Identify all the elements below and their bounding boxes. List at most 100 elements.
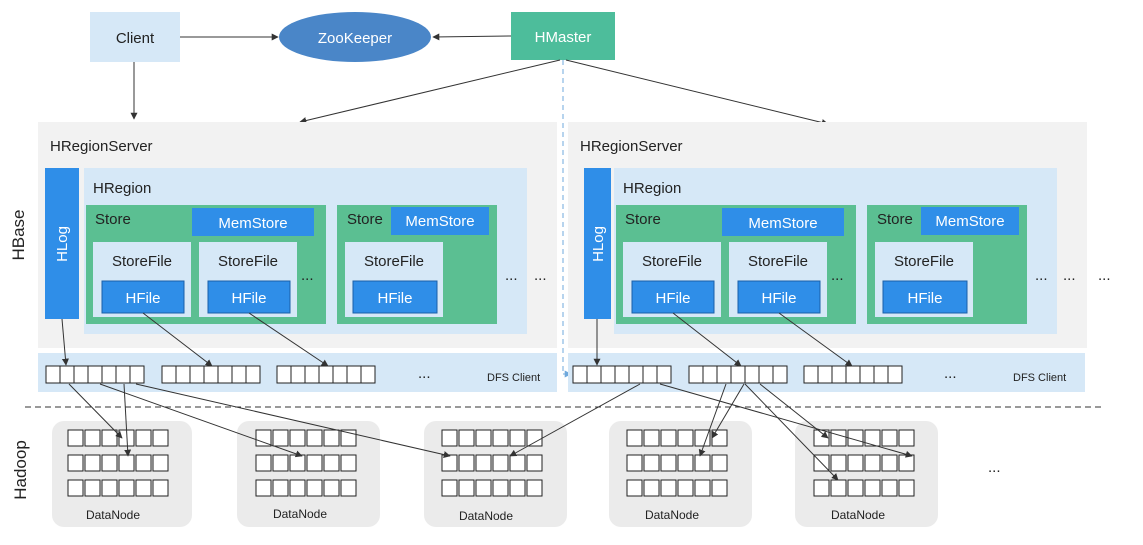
datanode-3-label: DataNode bbox=[459, 509, 513, 523]
datanode-block-cell bbox=[830, 429, 847, 447]
hfile-1b-label: HFile bbox=[377, 290, 412, 307]
dfs-block-cell bbox=[231, 365, 247, 384]
dfs-block-cell bbox=[59, 365, 75, 384]
datanode-1-bg bbox=[52, 421, 192, 527]
dfs-block-cell bbox=[628, 365, 644, 384]
datanode-block-cell bbox=[101, 454, 118, 472]
hmaster-to-server2-arrow bbox=[565, 59, 829, 126]
hlog-2-label: HLog bbox=[590, 226, 607, 262]
hlog-1-label: HLog bbox=[54, 226, 71, 262]
hfile-2b bbox=[882, 280, 968, 314]
datanode-block-cell bbox=[255, 454, 272, 472]
dfs-block-cell bbox=[831, 365, 847, 384]
datanode-block-cell bbox=[475, 479, 492, 497]
datanode-block-cell bbox=[898, 479, 915, 497]
hfile-2a-2-label: HFile bbox=[761, 290, 796, 307]
dfs2-to-dn4-a bbox=[698, 383, 727, 457]
dfs-block-cell bbox=[101, 365, 117, 384]
datanode-block-cell bbox=[101, 479, 118, 497]
datanode-block-cell bbox=[289, 479, 306, 497]
datanode-block-cell bbox=[458, 454, 475, 472]
hfile-2b-label: HFile bbox=[907, 290, 942, 307]
store-2a-label: Store bbox=[625, 211, 661, 228]
datanode-block-cell bbox=[306, 454, 323, 472]
zookeeper-label: ZooKeeper bbox=[318, 30, 392, 47]
hfile-1b bbox=[352, 280, 438, 314]
storefile-2a-more: ... bbox=[831, 267, 844, 284]
datanode-block-cell bbox=[643, 429, 660, 447]
memstore-2b-label: MemStore bbox=[935, 213, 1004, 230]
hadoop-section-label: Hadoop bbox=[11, 440, 30, 500]
datanode-block-cell bbox=[881, 479, 898, 497]
datanode-block-cell bbox=[509, 479, 526, 497]
datanode-block-cell bbox=[323, 454, 340, 472]
hregion-2-more: ... bbox=[1035, 267, 1048, 284]
datanodes-group: DataNode DataNode DataNode DataNode Data… bbox=[52, 421, 1001, 527]
dfs-block-cell bbox=[203, 365, 219, 384]
datanode-block-cell bbox=[694, 454, 711, 472]
datanode-block-cell bbox=[272, 429, 289, 447]
dfs-block-cell bbox=[586, 365, 602, 384]
hlog-1 bbox=[45, 168, 79, 319]
client-label: Client bbox=[116, 30, 155, 47]
dfs-block-cell bbox=[803, 365, 819, 384]
dfs-block-cell bbox=[688, 365, 704, 384]
datanode-block-cell bbox=[441, 479, 458, 497]
dfs-block-cell bbox=[656, 365, 672, 384]
dfs-block-cell bbox=[245, 365, 261, 384]
zookeeper-ellipse bbox=[279, 12, 431, 62]
datanode-block-cell bbox=[118, 479, 135, 497]
datanode-4-bg bbox=[609, 421, 752, 527]
datanode-block-cell bbox=[526, 454, 543, 472]
datanode-block-cell bbox=[84, 454, 101, 472]
memstore-2a-label: MemStore bbox=[748, 215, 817, 232]
datanode-block-cell bbox=[509, 429, 526, 447]
datanode-block-cell bbox=[898, 429, 915, 447]
datanode-block-cell bbox=[272, 454, 289, 472]
dfs-block-cell bbox=[115, 365, 131, 384]
hmaster-to-zk-arrow bbox=[432, 33, 512, 41]
datanode-block-cell bbox=[152, 479, 169, 497]
dfs-block-cell bbox=[304, 365, 320, 384]
hlog-2 bbox=[584, 168, 611, 319]
datanode-1-label: DataNode bbox=[86, 508, 140, 522]
dfs-block-cell bbox=[642, 365, 658, 384]
dfs-client-2-more: ... bbox=[944, 365, 957, 382]
datanode-block-cell bbox=[813, 479, 830, 497]
region-server-1-label: HRegionServer bbox=[50, 138, 153, 155]
datanode-block-cell bbox=[135, 454, 152, 472]
datanode-block-cell bbox=[830, 479, 847, 497]
dfs-client-1-more: ... bbox=[418, 365, 431, 382]
datanode-block-cell bbox=[898, 454, 915, 472]
hlog1-to-dfs-arrow bbox=[61, 318, 69, 366]
storefile-2a-1-label: StoreFile bbox=[642, 253, 702, 270]
dfs-block-cell bbox=[845, 365, 861, 384]
dfs-block-cell bbox=[744, 365, 760, 384]
datanode-block-cell bbox=[492, 454, 509, 472]
hmaster-label: HMaster bbox=[535, 29, 592, 46]
dfs-block-cell bbox=[45, 365, 61, 384]
memstore-1b bbox=[391, 207, 489, 235]
dfs-block-cell bbox=[346, 365, 362, 384]
dfs-client-1-blocks bbox=[45, 365, 376, 384]
dfs2-to-dn5-c bbox=[759, 383, 829, 439]
dfs-block-cell bbox=[702, 365, 718, 384]
datanode-block-cell bbox=[881, 454, 898, 472]
datanode-block-cell bbox=[255, 479, 272, 497]
hmaster-box bbox=[511, 12, 615, 60]
storefile-1a-more: ... bbox=[301, 267, 314, 284]
datanode-2-bg bbox=[237, 421, 380, 527]
dfs-block-cell bbox=[817, 365, 833, 384]
datanode-block-cell bbox=[289, 429, 306, 447]
region-server-1: HRegionServer HRegion HLog Store MemStor… bbox=[38, 122, 557, 392]
hfile2a2-to-dfs-arrow bbox=[778, 312, 853, 367]
memstore-2a bbox=[722, 208, 844, 236]
datanode-block-cell bbox=[441, 429, 458, 447]
datanode-block-cell bbox=[492, 479, 509, 497]
dfs-block-cell bbox=[572, 365, 588, 384]
region-server-2: HRegionServer HRegion HLog Store MemStor… bbox=[568, 122, 1111, 392]
hregion-1-label: HRegion bbox=[93, 180, 151, 197]
dfs-block-cell bbox=[161, 365, 177, 384]
datanode-block-cell bbox=[306, 429, 323, 447]
